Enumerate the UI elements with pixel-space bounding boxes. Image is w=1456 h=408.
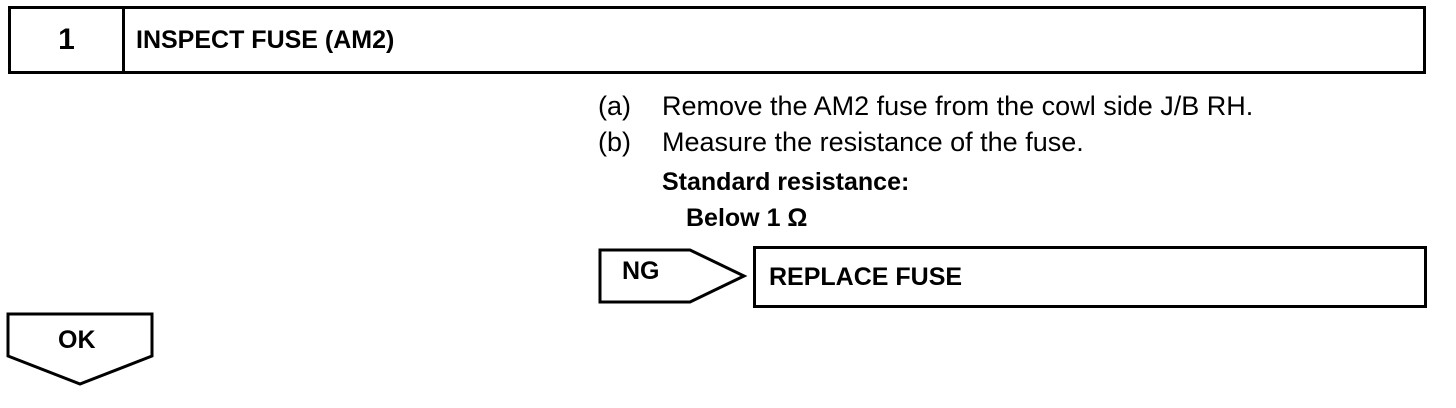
step-header: 1 INSPECT FUSE (AM2) [8,6,1426,74]
standard-spec: Standard resistance: Below 1 Ω [662,164,909,236]
step-text: Remove the AM2 fuse from the cowl side J… [662,91,1254,121]
ok-arrow-icon [6,312,154,386]
step-number: 1 [11,9,125,71]
standard-label: Standard resistance: [662,168,910,196]
ng-label: NG [622,257,660,285]
step-title: INSPECT FUSE (AM2) [136,25,395,54]
ng-action-box: REPLACE FUSE [753,246,1427,308]
step-letter: (a) [598,91,631,121]
step-item-b: (b) Measure the resistance of the fuse. [598,124,1253,160]
ok-label: OK [58,326,96,354]
standard-value: Below 1 Ω [686,204,808,232]
step-text: Measure the resistance of the fuse. [662,127,1084,157]
ng-arrow-icon [598,248,748,304]
step-letter: (b) [598,127,631,157]
ng-action-text: REPLACE FUSE [769,262,963,291]
procedure-steps: (a) Remove the AM2 fuse from the cowl si… [598,88,1253,160]
step-item-a: (a) Remove the AM2 fuse from the cowl si… [598,88,1253,124]
